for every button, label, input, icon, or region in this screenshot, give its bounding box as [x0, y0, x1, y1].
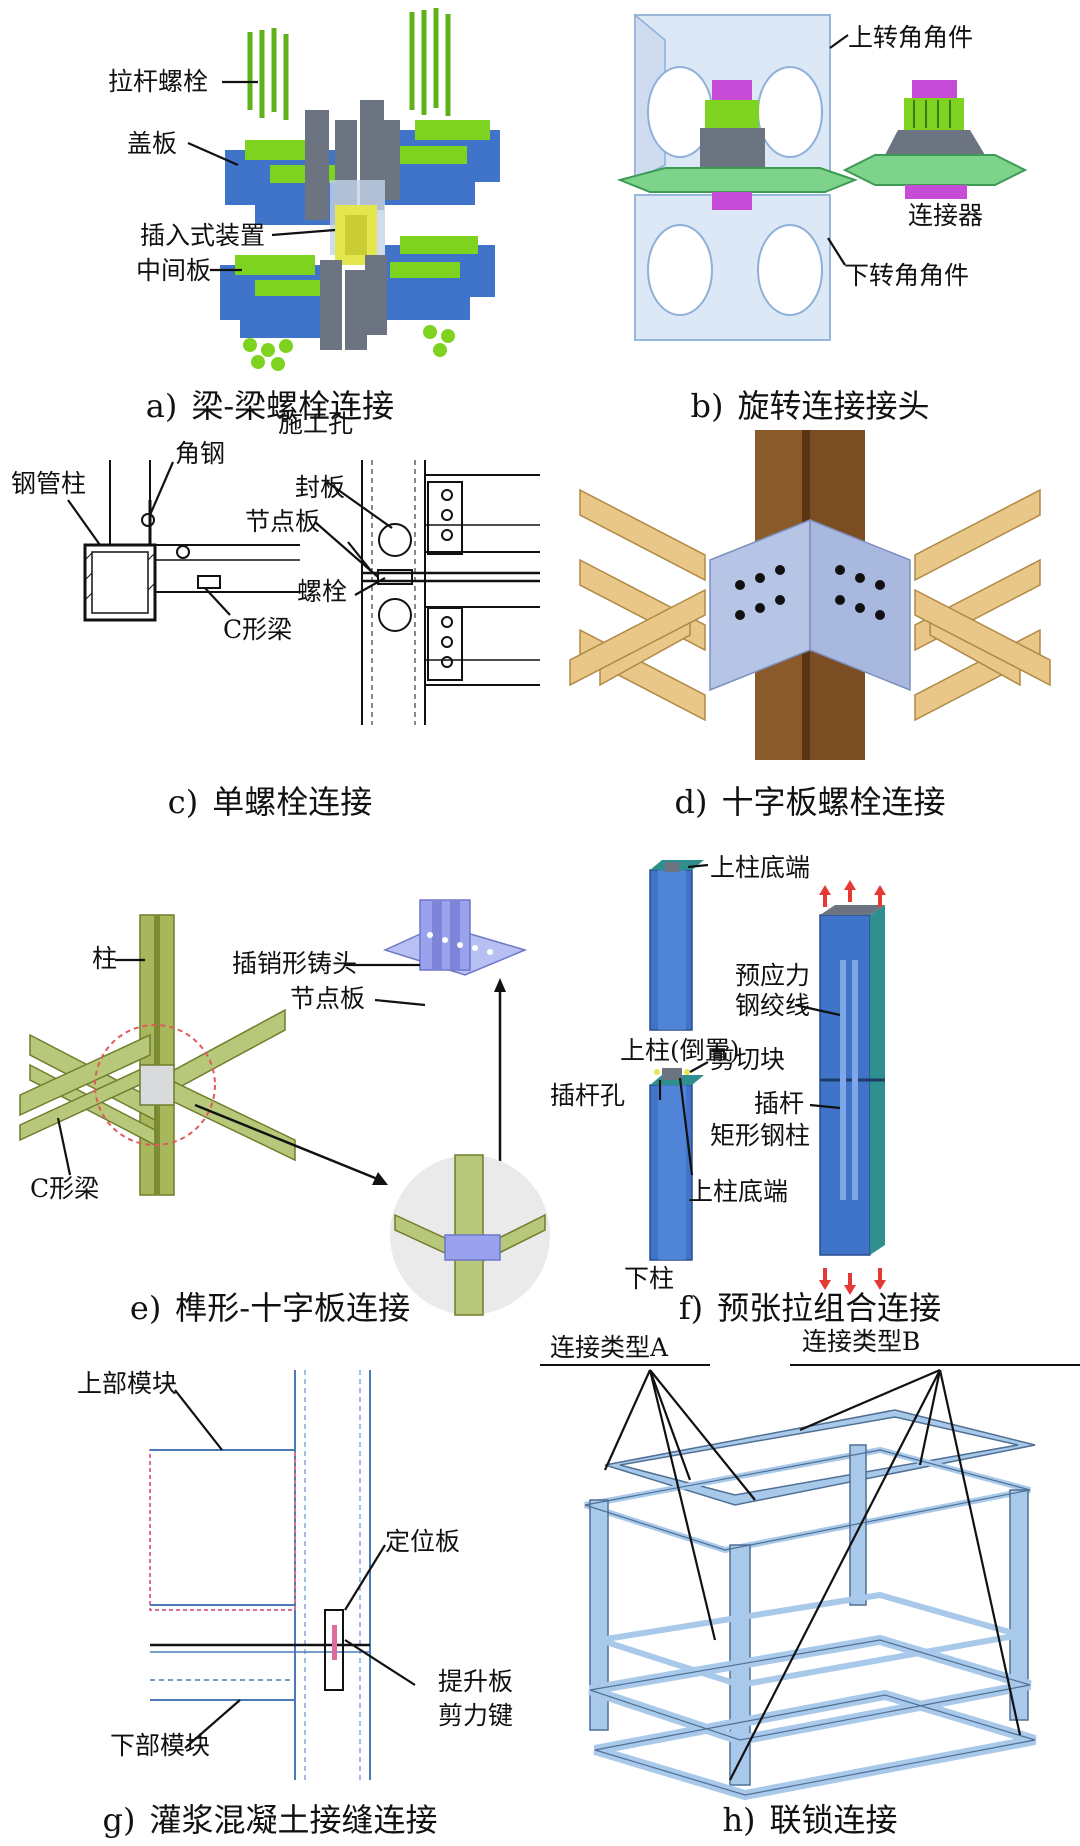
panel-f: 上柱底端 上柱(倒置) 剪切块 插杆孔 上柱底端 下柱 预应力 钢绞线 插杆 矩… — [540, 840, 1080, 1340]
label-tie-rod: 拉杆螺栓 — [108, 67, 209, 96]
caption-letter-f: f) — [678, 1289, 704, 1327]
label-upper-corner: 上转角角件 — [848, 23, 974, 52]
label-prestress-line-1: 预应力 — [735, 961, 811, 990]
caption-e: e) 榫形-十字板连接 — [0, 1290, 540, 1326]
caption-h: h) 联锁连接 — [540, 1802, 1080, 1838]
panel-b: 上转角角件 连接器 下转角角件 b) 旋转连接接头 — [540, 0, 1080, 460]
tenon-cross-plate-drawing — [19, 899, 550, 1316]
rotational-joint-drawing — [616, 13, 1028, 341]
caption-letter-c: c) — [167, 783, 199, 821]
caption-text-e: 榫形-十字板连接 — [175, 1289, 411, 1327]
grouted-joint-drawing — [149, 1370, 416, 1780]
label-upper-module: 上部模块 — [77, 1369, 178, 1398]
label-shear-key: 剪力键 — [438, 1701, 514, 1730]
label-lower-corner: 下转角角件 — [844, 261, 970, 290]
caption-letter-h: h) — [722, 1801, 756, 1839]
caption-a: a) 梁-梁螺栓连接 — [0, 388, 540, 424]
panel-d: d) 十字板螺栓连接 — [540, 430, 1080, 840]
label-bolt: 螺栓 — [297, 577, 348, 606]
caption-letter-g: g) — [102, 1801, 136, 1839]
label-shear-block: 剪切块 — [710, 1045, 786, 1074]
label-pin-cast-head: 插销形铸头 — [232, 949, 358, 978]
beam-beam-bolt-connection-drawing — [187, 8, 500, 371]
single-bolt-connection-drawing — [67, 460, 540, 725]
label-upper-column-inverted: 上柱(倒置) — [620, 1036, 740, 1065]
caption-text-g: 灌浆混凝土接缝连接 — [149, 1801, 438, 1839]
label-middle-plate: 中间板 — [136, 256, 212, 285]
label-connector: 连接器 — [908, 201, 984, 230]
cross-plate-bolt-connection-drawing — [569, 430, 1051, 760]
label-column: 柱 — [92, 944, 118, 973]
label-c-beam-e: C形梁 — [30, 1174, 100, 1203]
caption-text-d: 十字板螺栓连接 — [721, 783, 946, 821]
caption-text-a: 梁-梁螺栓连接 — [191, 387, 395, 425]
prestressed-combined-connection-drawing — [649, 860, 886, 1295]
panel-g: 上部模块 定位板 提升板 剪力键 下部模块 g) 灌浆混凝土接缝连接 — [0, 1340, 540, 1846]
label-locating-plate: 定位板 — [385, 1527, 461, 1556]
caption-letter-b: b) — [690, 387, 724, 425]
caption-letter-a: a) — [145, 387, 178, 425]
panel-a: 拉杆螺栓 盖板 插入式装置 中间板 a) 梁-梁螺栓连接 — [0, 0, 540, 460]
label-lower-module: 下部模块 — [110, 1731, 211, 1760]
caption-letter-d: d) — [674, 783, 708, 821]
label-rod-hole: 插杆孔 — [550, 1081, 626, 1110]
panel-h: 连接类型A 连接类型B h) 联锁连接 — [540, 1328, 1080, 1846]
caption-text-c: 单螺栓连接 — [212, 783, 373, 821]
caption-c: c) 单螺栓连接 — [0, 784, 540, 820]
label-lower-column: 下柱 — [624, 1264, 675, 1293]
interlocking-connection-drawing — [540, 1364, 1080, 1801]
label-prestress-line-2: 钢绞线 — [735, 991, 811, 1020]
label-lifting-plate: 提升板 — [438, 1667, 514, 1696]
caption-b: b) 旋转连接接头 — [540, 388, 1080, 424]
label-connection-type-b: 连接类型B — [802, 1327, 921, 1356]
label-plugin-device: 插入式装置 — [140, 221, 266, 250]
caption-f: f) 预张拉组合连接 — [540, 1290, 1080, 1326]
label-c-beam: C形梁 — [223, 615, 293, 644]
label-upper-column-bottom-1: 上柱底端 — [710, 853, 811, 882]
label-angle-steel: 角钢 — [175, 439, 226, 468]
label-tube-column: 钢管柱 — [11, 469, 87, 498]
label-node-plate: 节点板 — [245, 507, 321, 536]
label-rect-steel-column: 矩形钢柱 — [710, 1121, 811, 1150]
caption-g: g) 灌浆混凝土接缝连接 — [0, 1802, 540, 1838]
caption-text-f: 预张拉组合连接 — [717, 1289, 942, 1327]
caption-d: d) 十字板螺栓连接 — [540, 784, 1080, 820]
label-cover-plate: 盖板 — [127, 129, 178, 158]
caption-text-h: 联锁连接 — [769, 1801, 898, 1839]
label-insert-rod: 插杆 — [754, 1089, 805, 1118]
label-connection-type-a: 连接类型A — [550, 1333, 669, 1362]
caption-text-b: 旋转连接接头 — [737, 387, 930, 425]
caption-letter-e: e) — [129, 1289, 162, 1327]
panel-c: 角钢 钢管柱 C形梁 施工孔 封板 节点板 螺栓 c) 单螺栓连接 — [0, 410, 540, 840]
label-upper-column-bottom-2: 上柱底端 — [688, 1177, 789, 1206]
label-seal-plate: 封板 — [295, 473, 346, 502]
panel-e: 柱 插销形铸头 节点板 C形梁 e) 榫形-十字板连接 — [0, 840, 550, 1340]
label-node-plate-e: 节点板 — [290, 984, 366, 1013]
label-construction-hole: 施工孔 — [278, 409, 354, 438]
